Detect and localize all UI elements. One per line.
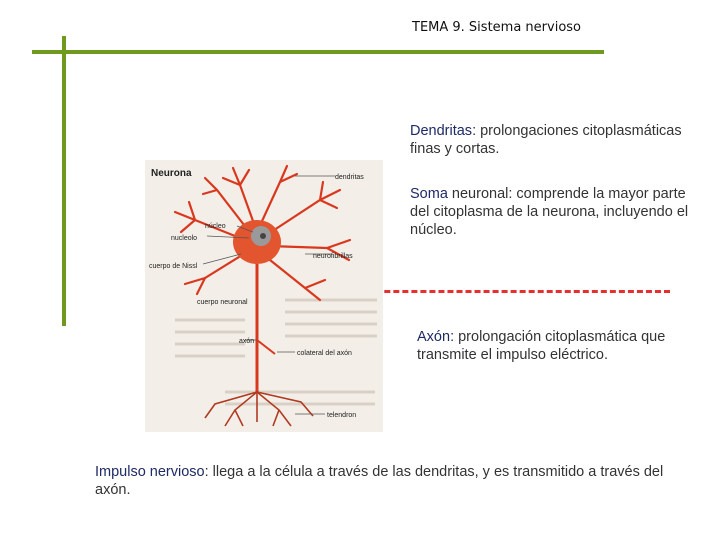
header-rule (32, 50, 604, 54)
soma-description: Soma neuronal: comprende la mayor parte … (410, 185, 690, 239)
page-title: TEMA 9. Sistema nervioso (412, 20, 581, 35)
nucleolus (260, 233, 266, 239)
figure-texture (175, 298, 377, 406)
label-neurofibrillas: neurofibrillas (313, 253, 353, 260)
label-cuerpo-neuronal: cuerpo neuronal (197, 299, 248, 306)
figure-title: Neurona (151, 168, 192, 179)
soma-term: Soma (410, 186, 448, 202)
axon-collateral (256, 339, 276, 355)
dendritas-term: Dendritas (410, 123, 473, 139)
soma-text: neuronal: comprende la mayor parte del c… (410, 186, 689, 238)
axon-description: Axón: prolongación citoplasmática que tr… (417, 328, 702, 364)
axon-term: Axón (417, 329, 451, 345)
label-cuerpo-nissl: cuerpo de Nissl (149, 263, 198, 270)
impulso-text: : llega a la célula a través de las dend… (95, 464, 664, 498)
label-colateral: colateral del axón (297, 350, 352, 357)
figure-background (145, 160, 383, 432)
dendritas-description: Dendritas: prolongaciones citoplasmática… (410, 122, 700, 158)
label-axon: axón (239, 338, 254, 345)
label-nucleolo: nucleolo (171, 235, 197, 242)
neuron-figure: Neurona dendritas núcleo nucleolo cuerpo… (145, 160, 383, 432)
label-leaders (202, 175, 335, 415)
label-dendritas: dendritas (335, 174, 364, 181)
axon-terminals (204, 391, 314, 427)
impulso-term: Impulso nervioso (95, 464, 205, 480)
side-rule (62, 36, 66, 326)
label-telendron: telendron (327, 412, 356, 419)
dendrite-branches (173, 164, 352, 302)
label-nucleo: núcleo (205, 223, 226, 230)
axon-text: : prolongación citoplasmática que transm… (417, 329, 666, 363)
dashed-divider (258, 290, 670, 293)
dendritas-text: : prolongaciones citoplasmáticas finas y… (410, 123, 682, 157)
impulso-description: Impulso nervioso: llega a la célula a tr… (95, 463, 695, 499)
